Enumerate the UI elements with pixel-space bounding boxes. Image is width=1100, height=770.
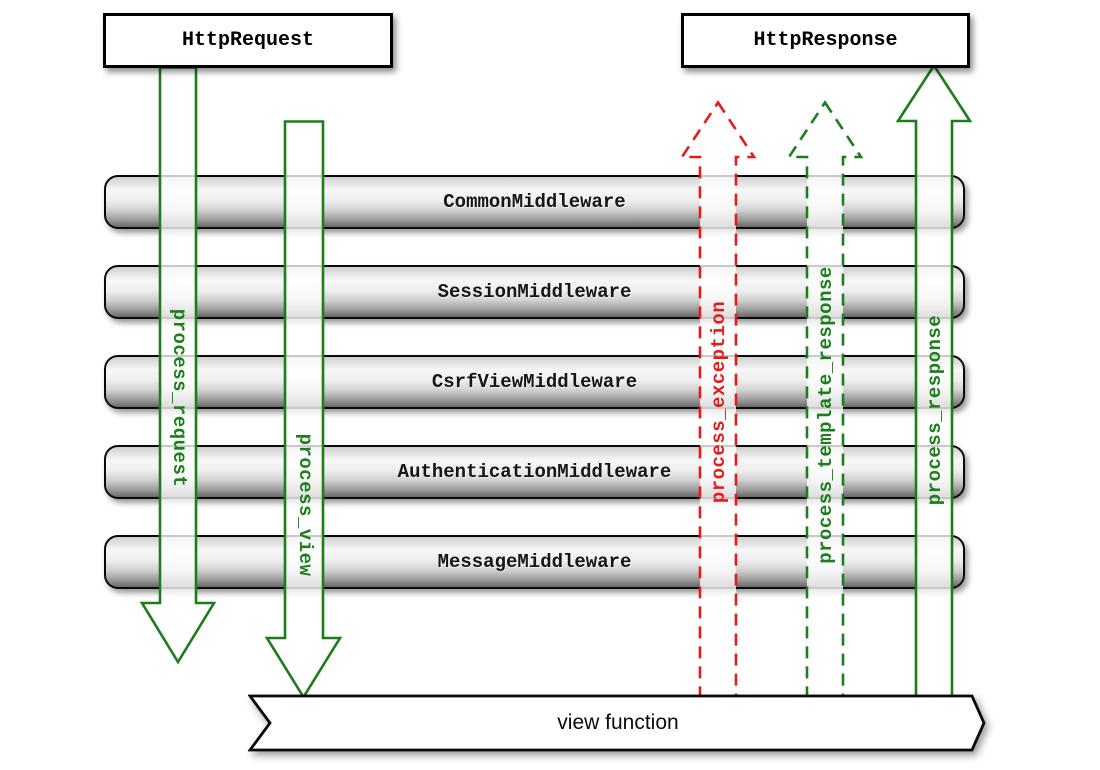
process-template-response-label: process_template_response <box>815 266 837 564</box>
process-request-arrow <box>139 66 217 665</box>
process-view-label: process_view <box>294 433 316 577</box>
view-function-banner: view function <box>248 694 988 754</box>
middleware-bar-label: CsrfViewMiddleware <box>431 371 638 393</box>
middleware-bar-label: SessionMiddleware <box>437 281 632 303</box>
middleware-bar-label: AuthenticationMiddleware <box>397 461 672 483</box>
process-request-label: process_request <box>168 308 190 488</box>
http-request-label: HttpRequest <box>181 29 315 52</box>
middleware-bar-label: CommonMiddleware <box>443 191 626 213</box>
process-view-arrow <box>264 120 343 700</box>
http-response-label: HttpResponse <box>753 29 898 52</box>
banner-shape <box>248 694 986 752</box>
middleware-bar-label: MessageMiddleware <box>437 551 632 573</box>
process-exception-label: process_exception <box>708 300 730 504</box>
process-response-label: process_response <box>924 314 946 506</box>
http-request-box: HttpRequest <box>103 13 393 68</box>
http-response-box: HttpResponse <box>681 13 970 68</box>
view-function-label: view function <box>557 711 679 734</box>
